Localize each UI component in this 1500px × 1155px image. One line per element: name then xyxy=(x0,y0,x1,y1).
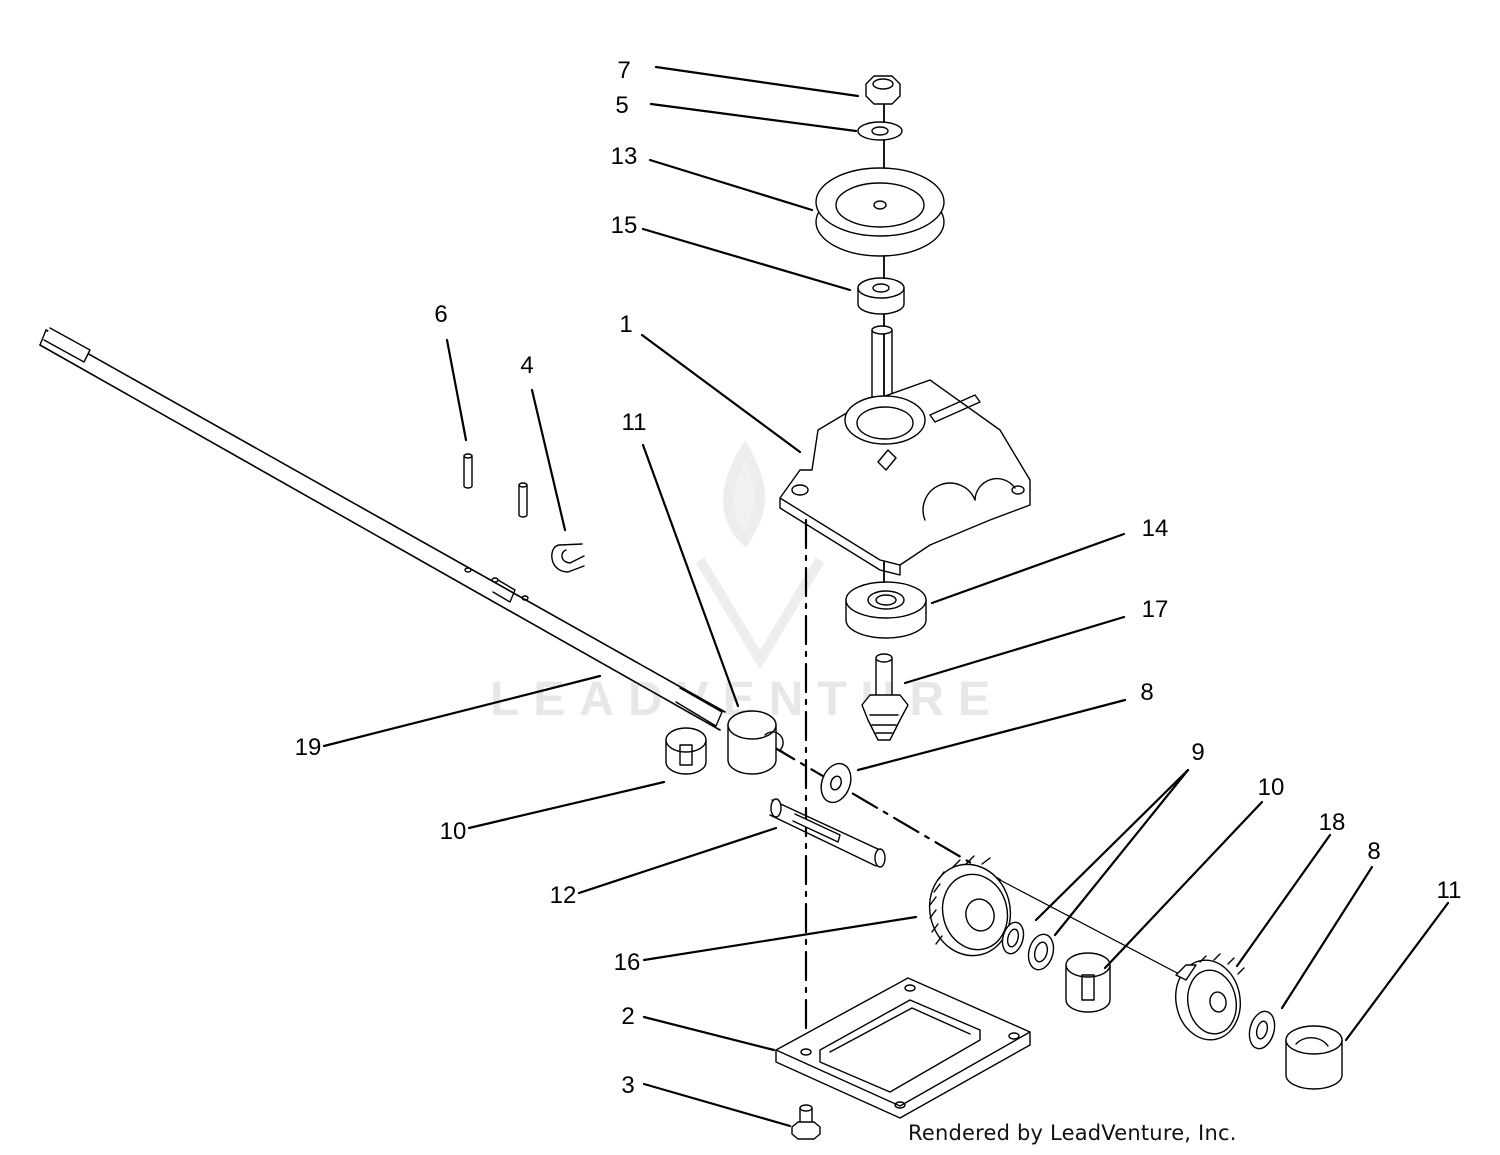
callout-8: 8 xyxy=(1140,679,1154,706)
render-credit: Rendered by LeadVenture, Inc. xyxy=(908,1121,1237,1145)
callout-2: 2 xyxy=(621,1003,635,1030)
callout-4: 4 xyxy=(520,352,534,379)
callout-17: 17 xyxy=(1141,596,1169,623)
part-7-nut xyxy=(865,75,901,105)
callout-7: 7 xyxy=(617,57,631,84)
part-6-roll-pin xyxy=(463,453,473,489)
part-17-pinion xyxy=(861,653,909,741)
callout-6: 6 xyxy=(434,301,448,328)
part-19-shaft xyxy=(39,327,726,731)
part-18-spur-gear xyxy=(1175,953,1245,1041)
watermark-logo xyxy=(695,440,825,670)
callout-11: 11 xyxy=(621,409,647,436)
part-16-bevel-gear xyxy=(928,855,1012,957)
callout-5: 5 xyxy=(615,92,629,119)
part-9-washers xyxy=(1001,921,1055,971)
callout-10: 10 xyxy=(1257,774,1285,801)
part-12-key-shaft xyxy=(769,798,886,868)
callout-10: 10 xyxy=(439,818,467,845)
part-11-bushing-right xyxy=(1285,1025,1343,1090)
part-11-bushing-left xyxy=(727,710,793,775)
callout-18: 18 xyxy=(1318,809,1346,836)
callout-15: 15 xyxy=(610,212,638,239)
part-5-washer xyxy=(857,121,903,141)
part-1-housing xyxy=(779,379,1031,576)
part-10-bushing-right xyxy=(1065,952,1111,1013)
part-13-pulley xyxy=(815,167,945,257)
callout-19: 19 xyxy=(294,734,322,761)
callout-12: 12 xyxy=(549,882,577,909)
part-8-washer-upper xyxy=(820,762,852,804)
callout-11: 11 xyxy=(1436,877,1462,904)
part-15-spacer xyxy=(857,277,905,315)
part-pin-small xyxy=(518,482,528,518)
callout-8: 8 xyxy=(1367,838,1381,865)
callout-14: 14 xyxy=(1141,515,1169,542)
callout-13: 13 xyxy=(610,143,638,170)
part-14-bearing xyxy=(845,581,927,639)
callout-9: 9 xyxy=(1191,739,1205,766)
callout-16: 16 xyxy=(613,949,641,976)
part-8-washer-lower xyxy=(1248,1010,1276,1050)
callout-1: 1 xyxy=(619,311,633,338)
part-4-clip xyxy=(551,543,585,573)
part-2-cover-plate xyxy=(775,977,1031,1119)
leader-lines xyxy=(322,65,1450,1128)
part-3-bolt xyxy=(791,1104,821,1140)
callout-3: 3 xyxy=(621,1072,635,1099)
part-10-bushing-left xyxy=(665,727,707,775)
